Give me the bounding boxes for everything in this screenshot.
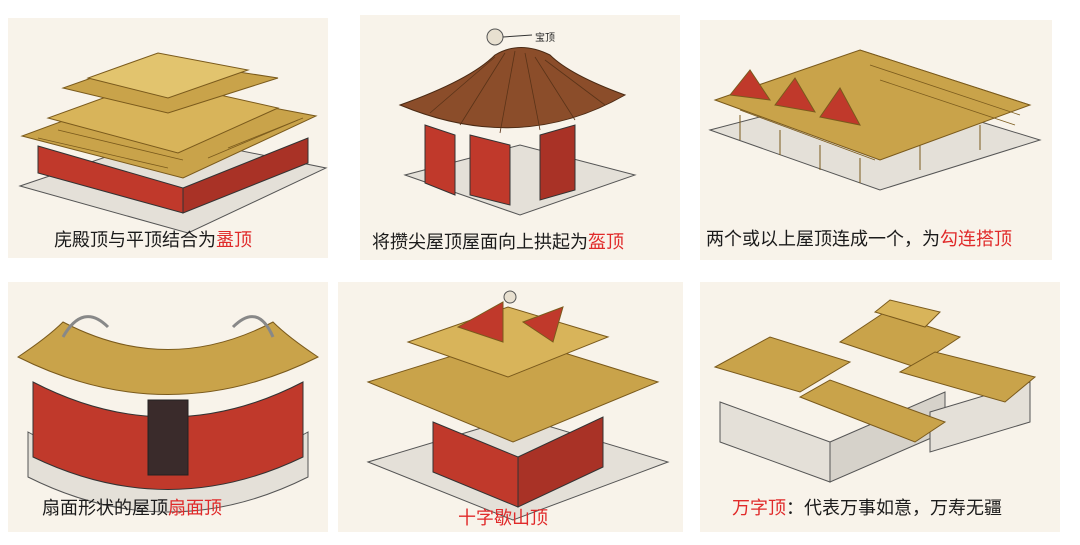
caption: 庑殿顶与平顶结合为盝顶 — [54, 226, 252, 252]
panel-shanmian-roof: 扇面形状的屋顶扇面顶 — [8, 282, 328, 532]
caption-highlight: 扇面顶 — [168, 498, 222, 519]
panel-goulianda-roof: 两个或以上屋顶连成一个，为勾连搭顶 — [700, 20, 1052, 260]
callout-baoding: 宝顶 — [535, 33, 555, 44]
caption: 将攒尖屋顶屋面向上拱起为盔顶 — [372, 228, 624, 254]
caption-highlight: 盝顶 — [216, 230, 252, 251]
wanzi-roof-illustration — [713, 299, 1037, 483]
caption-text: 庑殿顶与平顶结合为 — [54, 230, 216, 251]
caption-text: ：代表万事如意，万寿无疆 — [786, 498, 1002, 519]
caption-highlight: 盔顶 — [588, 232, 624, 253]
caption: 扇面形状的屋顶扇面顶 — [42, 494, 222, 520]
panel-shizi-roof: 十字歇山顶 — [338, 282, 683, 532]
caption-text: 两个或以上屋顶连成一个，为 — [706, 229, 940, 250]
panel-kui-roof: 宝顶 将攒尖屋顶屋面向上拱起为盔顶 — [360, 15, 680, 260]
caption: 十字歇山顶 — [458, 504, 548, 530]
shizi-roof-illustration — [366, 290, 670, 521]
kui-roof-illustration — [398, 28, 637, 216]
caption-highlight: 十字歇山顶 — [458, 508, 548, 529]
caption-highlight: 勾连搭顶 — [940, 229, 1012, 250]
goulianda-roof-illustration — [708, 49, 1042, 191]
caption: 万字顶：代表万事如意，万寿无疆 — [732, 494, 1002, 520]
caption: 两个或以上屋顶连成一个，为勾连搭顶 — [706, 225, 1012, 251]
panel-lu-roof: 庑殿顶与平顶结合为盝顶 — [8, 18, 328, 258]
caption-text: 扇面形状的屋顶 — [42, 498, 168, 519]
shanmian-roof-illustration — [17, 315, 319, 513]
caption-highlight: 万字顶 — [732, 498, 786, 519]
caption-text: 将攒尖屋顶屋面向上拱起为 — [372, 232, 588, 253]
panel-wanzi-roof: 万字顶：代表万事如意，万寿无疆 — [700, 282, 1060, 532]
lu-roof-illustration — [18, 52, 328, 234]
